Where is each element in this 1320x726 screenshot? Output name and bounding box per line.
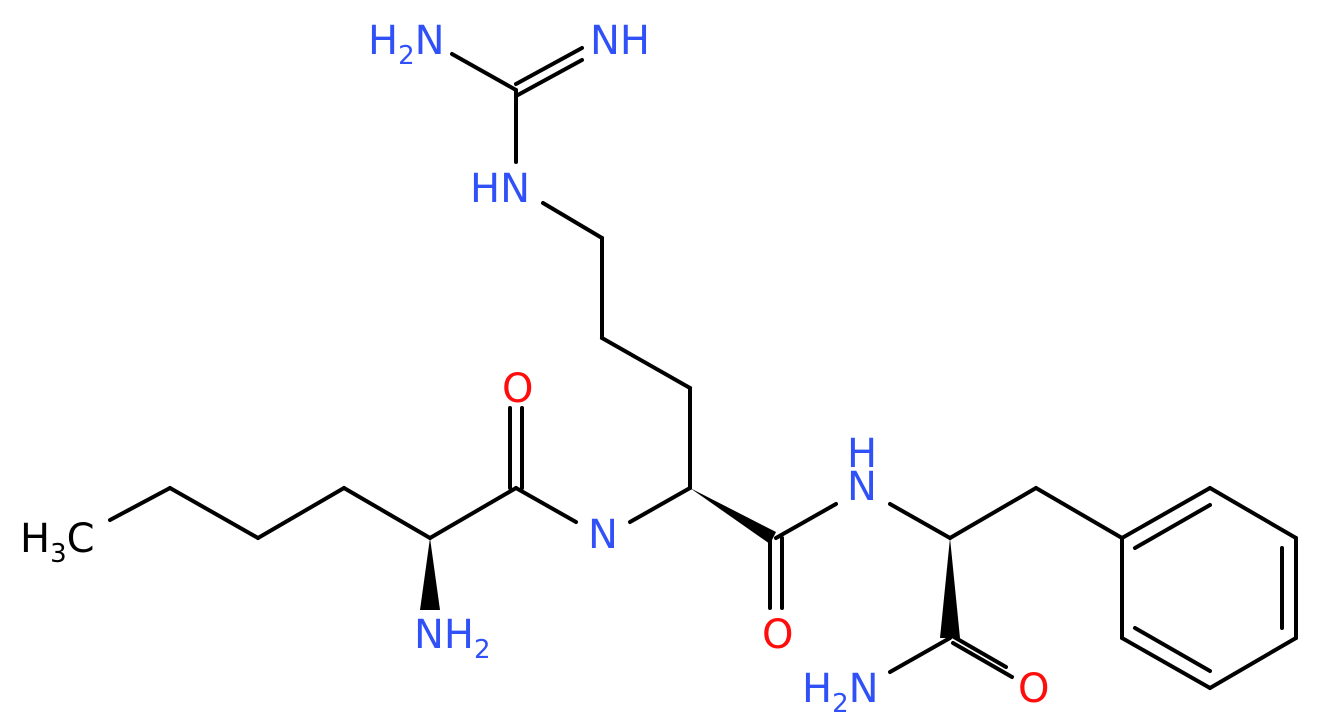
atom-label-amide2-o: O	[762, 612, 793, 658]
bond-guanidine-imine-a	[514, 46, 584, 86]
bond-carbonyl2-n	[774, 502, 838, 540]
bond-terminal-carbonyl-o-a	[945, 631, 1008, 669]
bond-alpha1-carbonyl	[428, 486, 518, 540]
bond-carbonyl1-n	[514, 486, 578, 524]
ring-bond-5	[1120, 636, 1212, 690]
bond-terminal-carbonyl-o-b	[951, 641, 1014, 679]
ring-bond-4	[1208, 636, 1298, 690]
bond-methyl	[108, 486, 172, 522]
ring-inner-bond-1	[1133, 503, 1212, 550]
bond-butyl-3	[342, 486, 432, 540]
atom-label-guanidine-imine: NH	[590, 18, 650, 64]
wedge-bond-alpha2	[690, 488, 776, 544]
atom-label-amide1-n: N	[588, 512, 618, 558]
atom-label-methyl: H3C	[20, 516, 95, 569]
bond-chain-2	[600, 336, 692, 390]
ring-bond-1	[1120, 486, 1212, 540]
bond-hn-chain	[541, 201, 604, 240]
ring-inner-bond-3	[1133, 626, 1212, 673]
bond-guanidine-imine-b	[514, 58, 584, 98]
bond-guanidine-nh2	[450, 52, 518, 92]
atom-label-amide1-o: O	[502, 366, 533, 412]
atom-label-terminal-o: O	[1018, 666, 1049, 712]
wedge-bond-amine	[420, 538, 440, 610]
bond-n-alpha3	[888, 502, 952, 540]
bond-butyl-1	[168, 486, 260, 540]
atom-label-amine-nh2: NH2	[414, 612, 491, 665]
wedge-bond-alpha3	[940, 538, 960, 638]
bond-n-alpha2	[628, 486, 692, 524]
atom-label-amide2-n: N	[847, 464, 877, 510]
bond-ch2-ring	[1034, 486, 1124, 540]
ring-bond-2	[1208, 486, 1298, 540]
bond-terminal-carbonyl-n	[888, 636, 952, 674]
atom-label-guanidine-nh2: H2N	[368, 18, 445, 71]
atom-label-terminal-nh2: H2N	[802, 666, 879, 719]
atom-label-amide2-h: H	[847, 431, 877, 477]
bond-alpha3-ch2	[948, 486, 1038, 540]
bond-butyl-2	[256, 486, 346, 540]
atom-label-guanidine-hn: HN	[470, 166, 530, 212]
